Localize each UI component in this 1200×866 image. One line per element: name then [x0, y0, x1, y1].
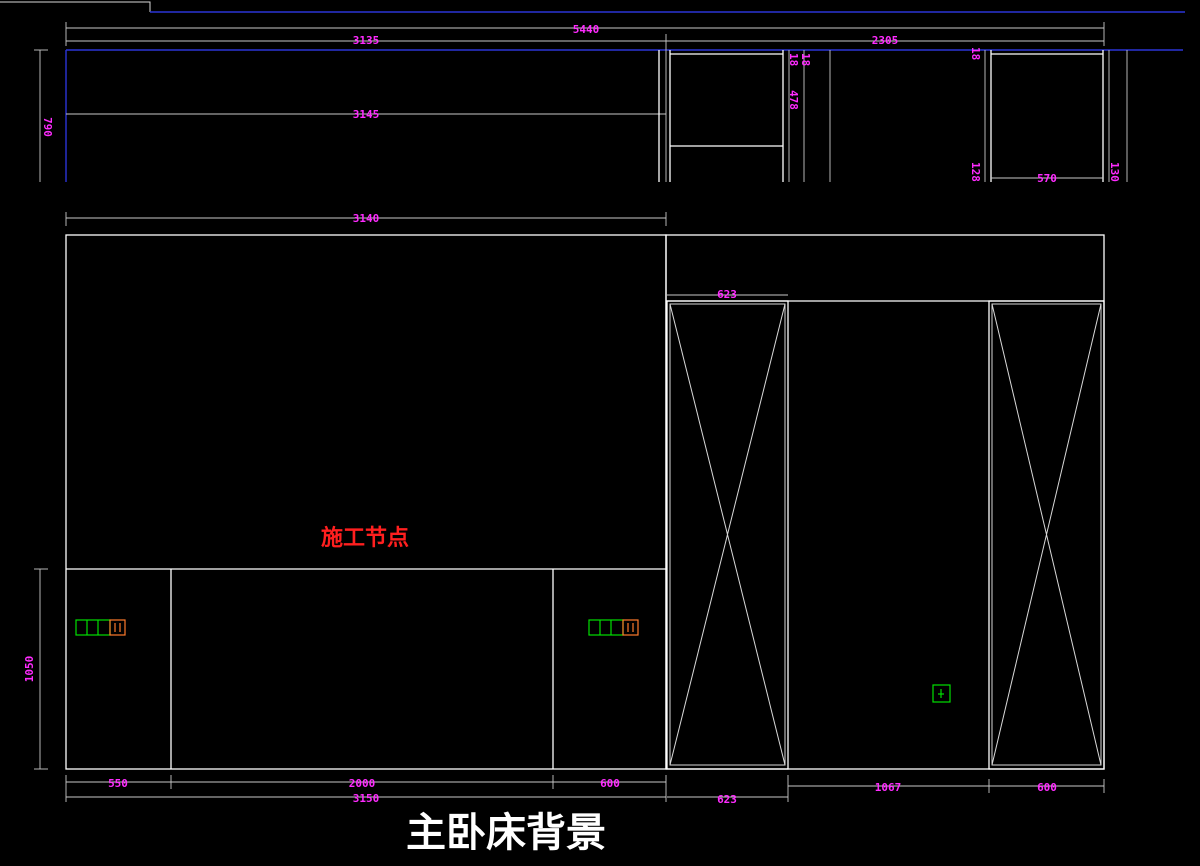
dim-left: 3135	[353, 34, 380, 47]
dim-right-panel: 600	[600, 777, 620, 790]
dim-cabinet-bottom: 623	[717, 793, 737, 806]
drawing-title: 主卧床背景	[406, 809, 606, 856]
dim-total-bottom: 3150	[353, 792, 380, 805]
dim-130: 130	[1108, 162, 1121, 182]
cabinet-wall	[665, 234, 1105, 770]
dim-gap: 1067	[875, 781, 902, 794]
dim-top-width: 3140	[353, 212, 380, 225]
dim-570: 570	[1037, 172, 1057, 185]
construction-note: 施工节点	[321, 525, 409, 551]
dim-18c: 18	[969, 47, 982, 60]
dim-wainscot-height: 1050	[23, 656, 36, 683]
dim-cabinet-width: 623	[717, 288, 737, 301]
dim-right-cabinet: 600	[1037, 781, 1057, 794]
dim-left-panel: 550	[108, 777, 128, 790]
switch-icon	[932, 684, 951, 703]
dim-128: 128	[969, 162, 982, 182]
socket-icon	[75, 619, 126, 636]
left-cabinet-door	[666, 300, 789, 770]
plan-section: 5440 3135 2305 3145 790 18 18 478 18	[34, 22, 1183, 185]
dim-478: 478	[787, 90, 800, 110]
dim-inner: 3145	[353, 108, 380, 121]
headboard-wall	[65, 234, 667, 770]
dim-center-panel: 2000	[349, 777, 376, 790]
dim-18b: 18	[799, 53, 812, 66]
dim-depth: 790	[41, 117, 54, 137]
dim-right: 2305	[872, 34, 899, 47]
right-cabinet-door	[988, 300, 1105, 770]
dim-overall: 5440	[573, 23, 600, 36]
socket-icon	[588, 619, 639, 636]
elevation: 3140 623 施工节点	[23, 212, 1105, 806]
top-edge-lines	[0, 1, 1185, 13]
dim-18a: 18	[787, 53, 800, 66]
